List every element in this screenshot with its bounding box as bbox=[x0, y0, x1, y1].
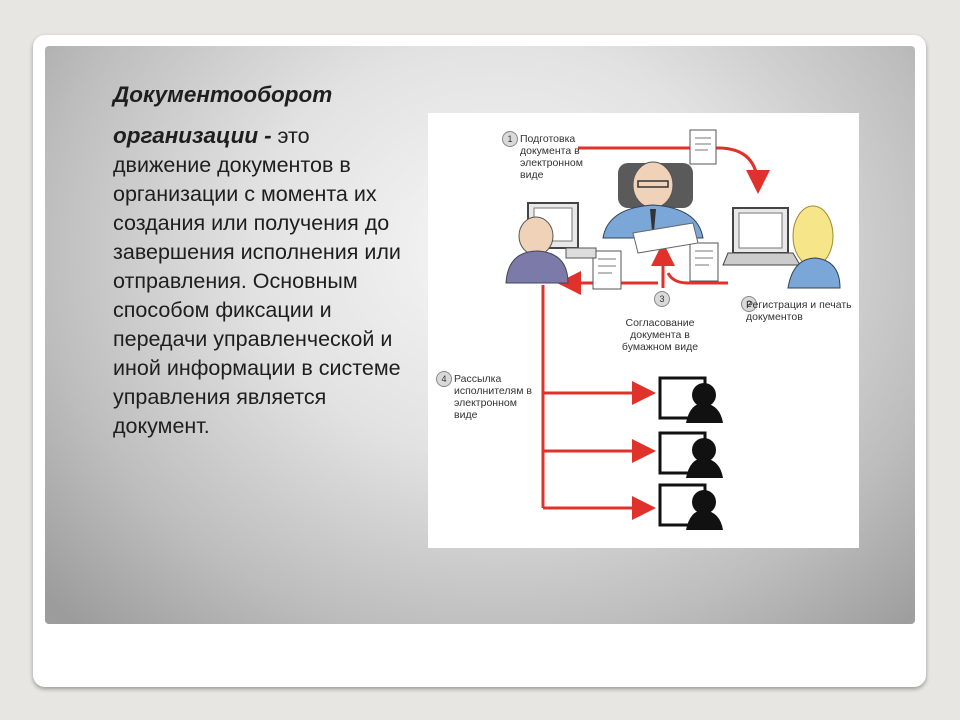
manager-figure bbox=[603, 162, 703, 253]
step-1-caption: Подготовка документа в электронном виде bbox=[520, 133, 600, 181]
step-3-caption: Согласование документа в бумажном виде bbox=[614, 317, 706, 353]
step-4-number: 4 bbox=[436, 371, 452, 387]
term-line-1: Документооборот bbox=[113, 80, 403, 109]
step-1-number: 1 bbox=[502, 131, 518, 147]
step-3-number: 3 bbox=[654, 291, 670, 307]
document-icon-left bbox=[593, 251, 621, 289]
document-icon-top bbox=[690, 130, 716, 164]
step-4-caption: Рассылка исполнителям в электронном виде bbox=[454, 373, 542, 421]
step-2-caption: Регистрация и печать документов bbox=[746, 299, 858, 323]
left-workstation bbox=[506, 203, 596, 283]
right-workstation bbox=[723, 206, 840, 288]
recipient-3 bbox=[660, 485, 723, 530]
document-flow-diagram: 1 Подготовка документа в электронном вид… bbox=[428, 113, 859, 548]
recipient-2 bbox=[660, 433, 723, 478]
term-dash: - bbox=[264, 123, 272, 148]
definition-body: это движение документов в организации с … bbox=[113, 124, 401, 438]
recipient-1 bbox=[660, 378, 723, 423]
definition-text: Документооборот организации - это движен… bbox=[113, 80, 403, 441]
term-line-2: организации bbox=[113, 123, 258, 148]
document-icon-right bbox=[690, 243, 718, 281]
